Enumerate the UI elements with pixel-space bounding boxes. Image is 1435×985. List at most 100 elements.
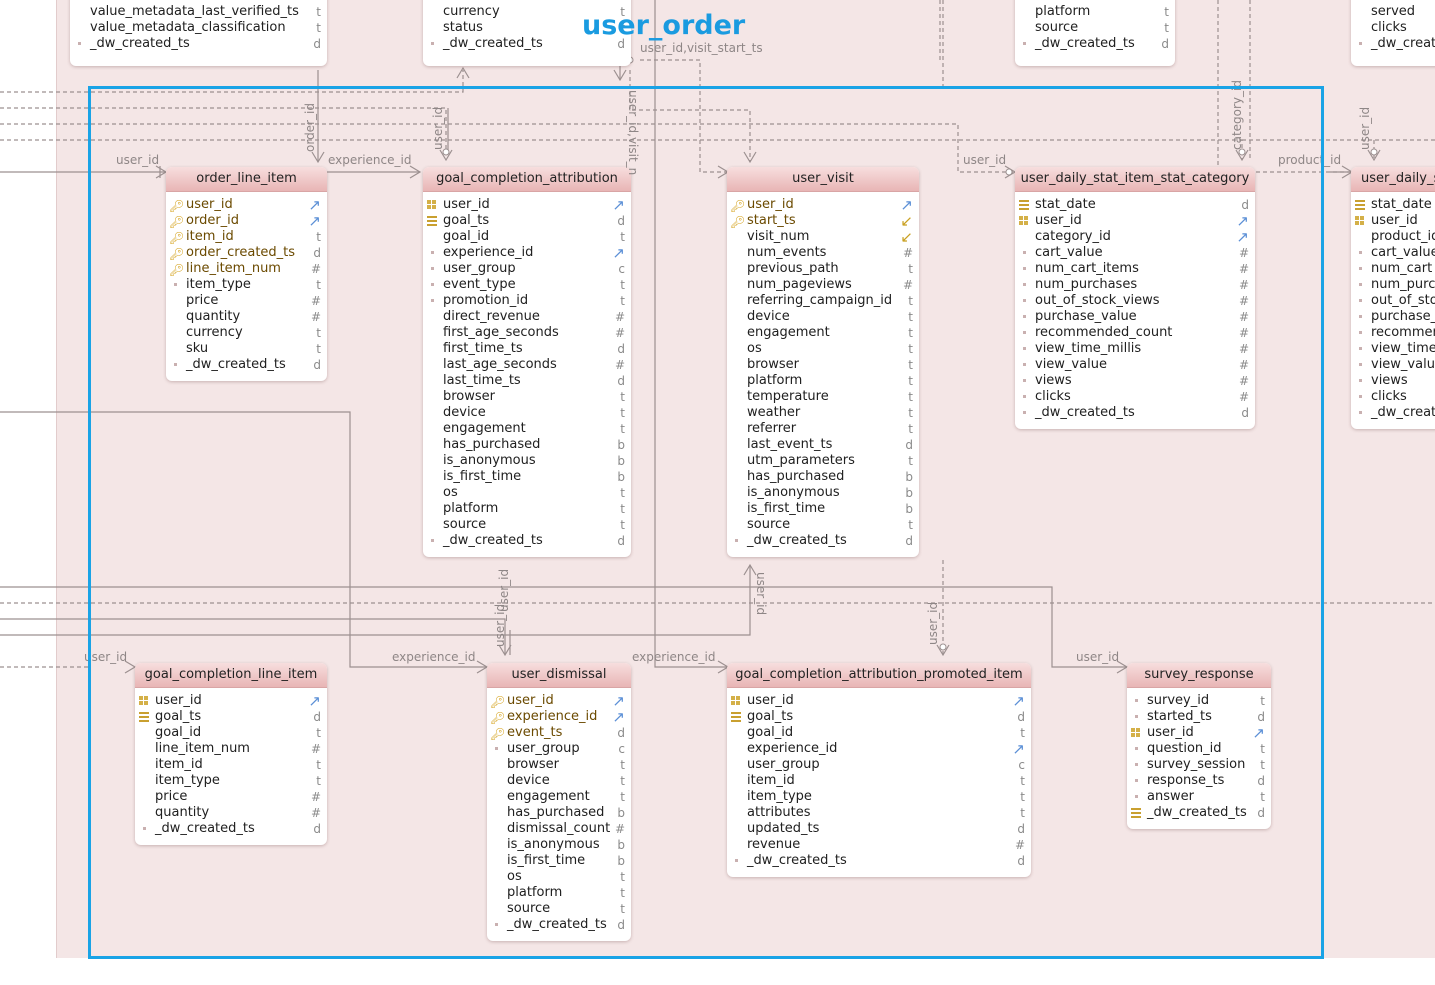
table-column[interactable]: num_events# (727, 245, 919, 261)
table-column[interactable]: num_pageviews# (727, 277, 919, 293)
table-column[interactable]: first_age_seconds# (423, 325, 631, 341)
table-column[interactable]: clicks (1351, 389, 1435, 405)
table-column[interactable]: user_id↗ (135, 693, 327, 709)
table-column[interactable]: purchase_value# (1015, 309, 1255, 325)
table-column[interactable]: user_id↗ (1015, 213, 1255, 229)
table-column[interactable]: stat_date (1351, 197, 1435, 213)
table-column[interactable]: view_time (1351, 341, 1435, 357)
selection-rectangle[interactable] (88, 86, 1324, 959)
table-column[interactable]: _dw_creat (1351, 36, 1435, 52)
table-column[interactable]: dismissal_count# (487, 821, 631, 837)
table-column[interactable]: product_id (1351, 229, 1435, 245)
table-column[interactable]: quantity# (135, 805, 327, 821)
table-title[interactable]: user_visit (727, 167, 919, 192)
table-column[interactable]: experience_id↗ (423, 245, 631, 261)
table-column[interactable]: 🔑︎user_id↗ (727, 197, 919, 213)
table-title[interactable]: goal_completion_line_item (135, 663, 327, 688)
table-column[interactable]: 🔑︎start_ts↙ (727, 213, 919, 229)
table-title[interactable]: user_daily_s (1351, 167, 1435, 192)
table-column[interactable]: num_cart_items# (1015, 261, 1255, 277)
table-column[interactable]: user_id (1351, 213, 1435, 229)
table-column[interactable]: cart_value (1351, 245, 1435, 261)
table-column[interactable]: view_time_millis# (1015, 341, 1255, 357)
table-user-dismissal[interactable]: user_dismissal 🔑︎user_id↗🔑︎experience_id… (487, 663, 631, 941)
table-column[interactable]: view_valu (1351, 357, 1435, 373)
table-column[interactable]: 🔑︎line_item_num# (166, 261, 327, 277)
table-column[interactable]: line_item_num# (135, 741, 327, 757)
table-goal-completion-line-item[interactable]: goal_completion_line_item user_id↗goal_t… (135, 663, 327, 845)
table-column[interactable]: recommended_count# (1015, 325, 1255, 341)
table-title[interactable]: goal_completion_attribution (423, 167, 631, 192)
table-title[interactable]: user_daily_stat_item_stat_category (1015, 167, 1255, 192)
table-order-line-item[interactable]: order_line_item 🔑︎user_id↗🔑︎order_id↗🔑︎i… (166, 167, 327, 381)
table-column[interactable]: num_purc (1351, 277, 1435, 293)
table-column[interactable]: served (1351, 4, 1435, 20)
table-column[interactable]: experience_id↗ (727, 741, 1031, 757)
table-column[interactable]: 🔑︎order_id↗ (166, 213, 327, 229)
table-column[interactable]: cart_value# (1015, 245, 1255, 261)
table-title[interactable]: survey_response (1127, 663, 1271, 688)
table-column[interactable]: user_id↗ (727, 693, 1031, 709)
table-column[interactable]: num_purchases# (1015, 277, 1255, 293)
table-column[interactable]: price# (166, 293, 327, 309)
table-column[interactable]: recommer (1351, 325, 1435, 341)
table-column[interactable]: clicks (1351, 20, 1435, 36)
table-column[interactable]: out_of_sto (1351, 293, 1435, 309)
table-column[interactable]: direct_revenue# (423, 309, 631, 325)
table-column[interactable]: category_id↗ (1015, 229, 1255, 245)
table-title[interactable]: user_dismissal (487, 663, 631, 688)
table-column[interactable]: views# (1015, 373, 1255, 389)
